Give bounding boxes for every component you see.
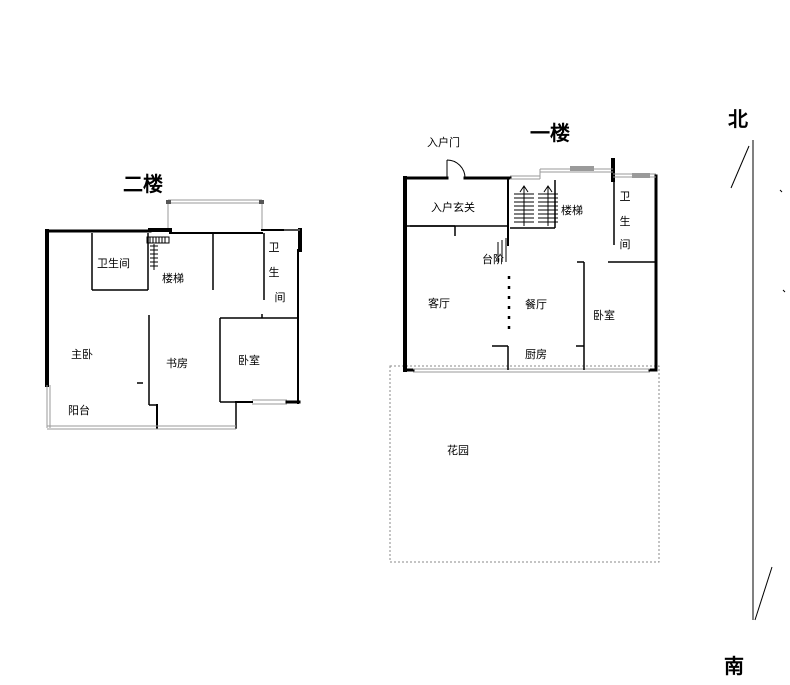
garden-boundary [389,365,660,563]
second-floor-title: 二楼 [123,172,163,196]
second-floor-stairs-label: 楼梯 [162,272,184,285]
first-floor-dining-room-label: 餐厅 [525,298,547,311]
first-floor-living-room-label: 客厅 [428,297,450,310]
first-floor-steps-label: 台阶 [482,253,504,266]
second-floor-stairs-symbol [146,236,170,270]
first-floor-bathroom-vertical-3: 间 [619,238,631,251]
second-floor-bathroom-vertical-1: 卫 [268,241,280,254]
entrance-door-swing-icon [446,159,466,179]
first-floor-bathroom-vertical-1: 卫 [619,190,631,203]
first-floor-bedroom-label: 卧室 [593,309,615,322]
first-floor-foyer-label: 入户玄关 [431,201,475,214]
second-floor-bathroom-vertical-2: 生 [268,266,280,279]
second-floor-plan [45,199,302,430]
compass-axis [730,140,786,621]
first-floor-walls [403,158,658,372]
first-floor-title: 一楼 [530,121,570,145]
first-floor-stairs-label: 楼梯 [561,204,583,217]
second-floor-master-bedroom-label: 主卧 [71,348,93,361]
first-floor-steps-symbol [497,238,507,262]
entrance-door-label: 入户门 [427,136,460,149]
compass-north-label: 北 [728,107,748,131]
second-floor-walls [45,228,302,429]
second-floor-bedroom-label: 卧室 [238,354,260,367]
second-floor-interior-walls [91,233,298,406]
first-floor-bathroom-vertical-2: 生 [619,215,631,228]
first-floor-stairs-symbol [514,185,558,226]
second-floor-balcony-label: 阳台 [68,404,90,417]
second-floor-study-label: 书房 [166,357,188,370]
bay-window-top [167,199,263,230]
compass-south-label: 南 [724,654,744,678]
first-floor-garden-label: 花园 [447,444,469,457]
second-floor-bathroom-vertical-3: 间 [274,291,286,304]
first-floor-interior-walls [405,180,656,370]
first-floor-kitchen-label: 厨房 [525,348,547,361]
second-floor-bathroom-label: 卫生间 [97,257,130,270]
second-floor-windows [46,229,300,430]
first-floor-plan [389,158,660,563]
